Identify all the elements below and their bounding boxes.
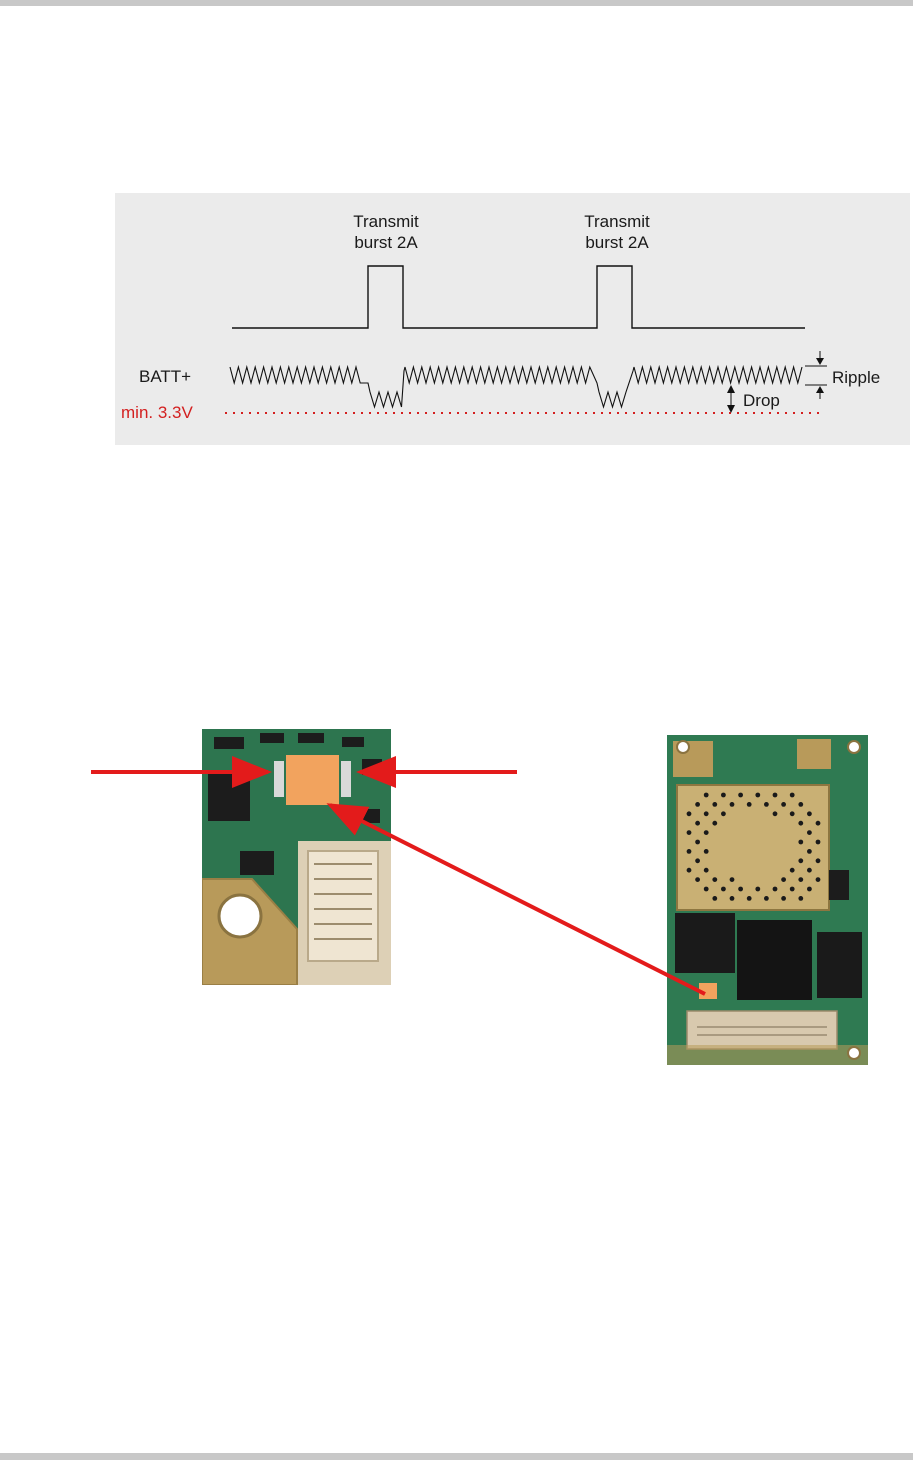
timing-diagram-svg: Transmit burst 2A Transmit burst 2A BATT…: [115, 193, 910, 445]
drop-arrowhead-top: [727, 385, 735, 393]
burst-1-label-line2: burst 2A: [354, 233, 418, 252]
burst-2-label-line1: Transmit: [584, 212, 650, 231]
batt-voltage-trace: [230, 367, 802, 407]
ripple-arrowhead-bottom: [816, 386, 824, 393]
drop-arrowhead-bottom: [727, 405, 735, 413]
arrow-location-to-closeup: [330, 805, 705, 994]
ripple-label: Ripple: [832, 368, 880, 387]
drop-label: Drop: [743, 391, 780, 410]
min-voltage-label: min. 3.3V: [121, 403, 193, 422]
photo-arrows: [0, 700, 913, 1020]
batt-label: BATT+: [139, 367, 191, 386]
ripple-arrowhead-top: [816, 358, 824, 365]
timing-diagram: Transmit burst 2A Transmit burst 2A BATT…: [115, 193, 910, 445]
burst-1-label-line1: Transmit: [353, 212, 419, 231]
current-pulse-trace: [232, 266, 805, 328]
burst-2-label-line2: burst 2A: [585, 233, 649, 252]
page-header-rule: [0, 0, 913, 6]
page-footer-rule: [0, 1453, 913, 1460]
